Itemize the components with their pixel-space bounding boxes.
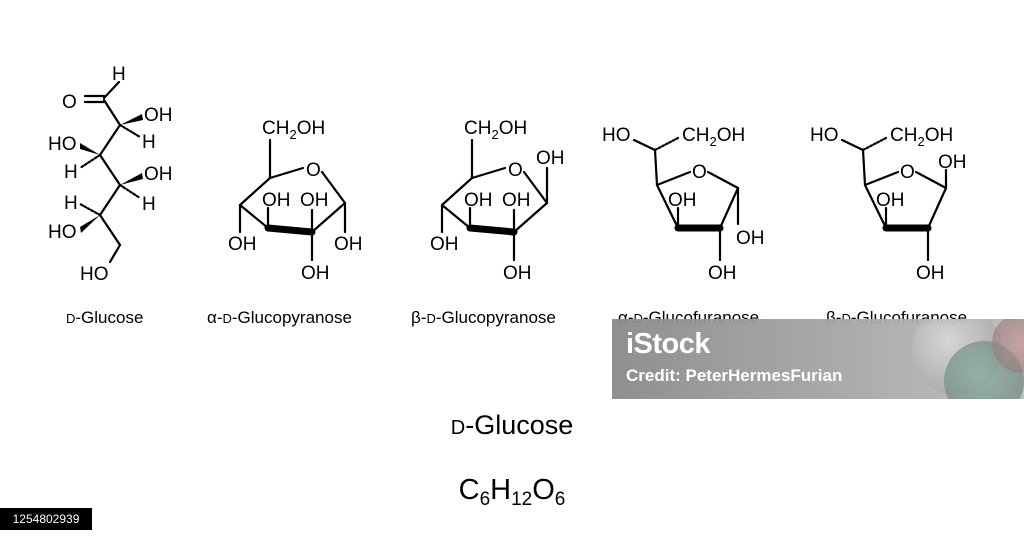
atom-oh: OH <box>502 190 531 211</box>
bond <box>440 176 474 207</box>
atom-oh: OH <box>708 263 737 284</box>
atom-ho: HO <box>602 125 631 146</box>
bond <box>98 123 122 157</box>
atom-ho: HO <box>80 264 109 285</box>
bond <box>914 170 948 190</box>
bond <box>440 203 472 230</box>
bond <box>98 183 122 217</box>
atom-ch2oh: CH2OH <box>890 125 953 149</box>
bond <box>706 170 740 190</box>
stock-id-badge: 1254802939 <box>0 508 92 530</box>
bond <box>310 201 347 234</box>
atom-oh: OH <box>144 105 173 126</box>
watermark-credit: Credit: PeterHermesFurian <box>626 366 843 385</box>
atom-h: H <box>64 162 78 183</box>
bond <box>926 186 948 230</box>
bold-bond <box>466 224 518 236</box>
label-beta-pyranose: β-D-Glucopyranose <box>411 308 556 327</box>
bond <box>238 203 270 230</box>
bond <box>512 201 549 234</box>
bond <box>863 170 900 187</box>
atom-oh: OH <box>938 152 967 173</box>
watermark-brand: iStock <box>626 328 711 360</box>
watermark: iStock Credit: PeterHermesFurian <box>612 319 1024 399</box>
structure-drawings: H O OH H HO H OH H H HO HO CH2OH <box>48 64 967 285</box>
bond <box>470 166 507 180</box>
bond <box>102 80 121 100</box>
label-alpha-pyranose: α-D-Glucopyranose <box>207 308 352 327</box>
bond <box>102 98 122 127</box>
atom-ch2oh: CH2OH <box>464 118 527 142</box>
wedge-bond <box>80 143 100 155</box>
bond <box>718 186 740 230</box>
atom-ho: HO <box>48 222 77 243</box>
molecular-formula: C6H12O6 <box>458 474 566 510</box>
alpha-furanose-structure: HO CH2OH O OH OH OH <box>602 125 765 284</box>
atom-oh: OH <box>464 190 493 211</box>
bond <box>840 138 865 152</box>
atom-oh: OH <box>536 148 565 169</box>
atom-oh: OH <box>503 263 532 284</box>
bond <box>861 148 867 187</box>
bond <box>632 138 657 152</box>
bond <box>108 243 122 264</box>
atom-oh: OH <box>334 234 363 255</box>
main-title: D-Glucose <box>450 410 574 440</box>
bond <box>98 213 122 247</box>
atom-ch2oh: CH2OH <box>262 118 325 142</box>
atom-oh: OH <box>228 234 257 255</box>
bold-bond <box>264 224 316 236</box>
atom-ring-o: O <box>306 160 321 181</box>
alpha-pyranose-structure: CH2OH O OH OH OH OH OH <box>228 118 363 284</box>
atom-oh: OH <box>736 228 765 249</box>
bond <box>863 183 888 230</box>
atom-h: H <box>64 193 78 214</box>
atom-oh: OH <box>144 164 173 185</box>
bond <box>655 183 680 230</box>
atom-oh: OH <box>301 263 330 284</box>
hash-bond <box>653 136 680 152</box>
wedge-bond <box>120 173 143 185</box>
atom-o: O <box>62 92 77 113</box>
atom-oh: OH <box>668 190 697 211</box>
hash-bond <box>861 136 888 152</box>
hash-bond <box>78 153 102 170</box>
atom-ho: HO <box>810 125 839 146</box>
bond <box>268 166 305 180</box>
atom-oh: OH <box>876 190 905 211</box>
hash-bond <box>118 123 142 139</box>
atom-h: H <box>142 132 156 153</box>
atom-ho: HO <box>48 134 77 155</box>
atom-ring-o: O <box>692 162 707 183</box>
atom-ring-o: O <box>508 160 523 181</box>
atom-ch2oh: CH2OH <box>682 125 745 149</box>
atom-oh: OH <box>300 190 329 211</box>
atom-h: H <box>112 64 126 85</box>
label-open-chain: D-Glucose <box>66 308 144 327</box>
wedge-bond <box>120 114 143 125</box>
hash-bond <box>118 183 142 200</box>
atom-ring-o: O <box>900 162 915 183</box>
atom-oh: OH <box>262 190 291 211</box>
wedge-bond <box>80 215 100 233</box>
bond <box>653 148 659 187</box>
beta-furanose-structure: HO CH2OH O OH OH OH <box>810 125 967 284</box>
bond <box>98 153 122 187</box>
bond <box>238 176 272 207</box>
atom-h: H <box>142 194 156 215</box>
hash-bond <box>78 202 102 217</box>
bond <box>522 170 549 205</box>
open-chain-glucose: H O OH H HO H OH H H HO HO <box>48 64 173 285</box>
atom-oh: OH <box>430 234 459 255</box>
atom-oh: OH <box>916 263 945 284</box>
bond <box>320 170 347 205</box>
bond <box>655 170 692 187</box>
beta-pyranose-structure: CH2OH O OH OH OH OH OH <box>430 118 565 284</box>
